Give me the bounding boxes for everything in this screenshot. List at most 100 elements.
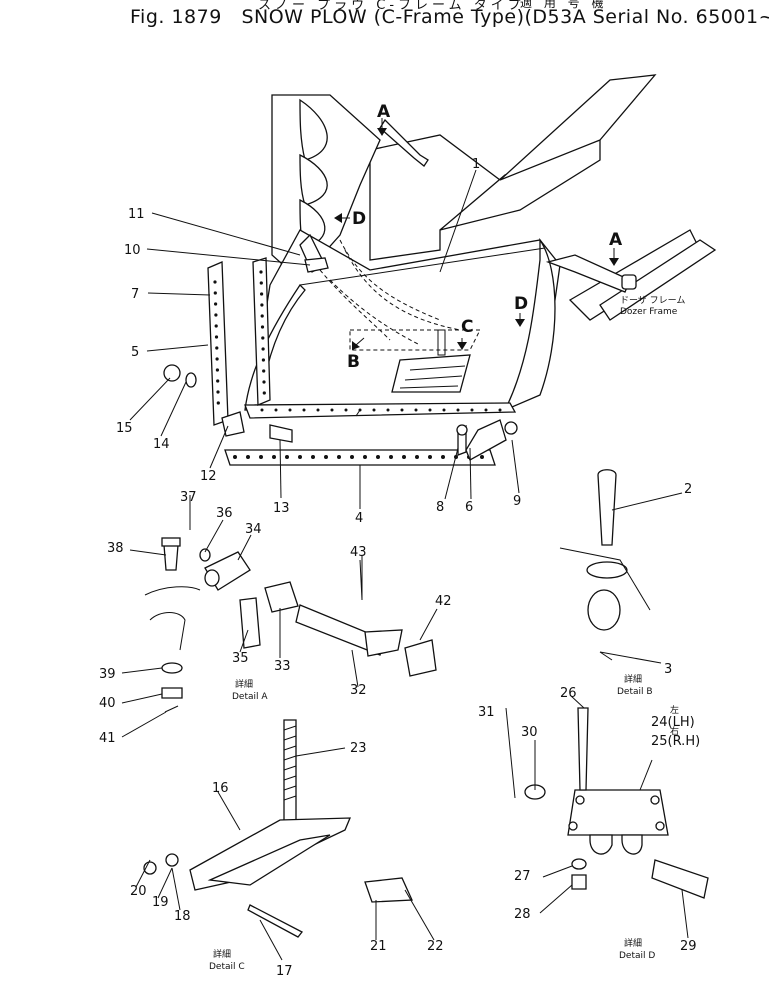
bolt-hole bbox=[480, 455, 484, 459]
detail-a-jp: 詳細 bbox=[235, 678, 253, 690]
view-d-left-label: D bbox=[352, 209, 366, 229]
bolt-hole bbox=[428, 455, 432, 459]
callout-17: 17 bbox=[276, 964, 293, 979]
detail-b-drawing bbox=[559, 469, 651, 661]
bolt-hole bbox=[285, 455, 289, 459]
callout-5: 5 bbox=[131, 345, 139, 360]
callout-26: 26 bbox=[560, 686, 577, 701]
callout-39: 39 bbox=[99, 667, 116, 682]
bolt-hole bbox=[260, 303, 264, 307]
figure-title: Fig. 1879 SNOW PLOW (C-Frame Type)(D53A … bbox=[130, 6, 769, 28]
bolt-hole bbox=[376, 455, 380, 459]
bolt-hole bbox=[484, 408, 488, 412]
bolt-hole bbox=[337, 455, 341, 459]
detail-b-en: Detail B bbox=[617, 687, 653, 697]
bolt-hole bbox=[260, 408, 264, 412]
bolt-hole bbox=[428, 408, 432, 412]
callout-14: 14 bbox=[153, 437, 170, 452]
bolt-hole bbox=[498, 408, 502, 412]
bolt-hole bbox=[213, 280, 217, 284]
bolt-hole bbox=[311, 455, 315, 459]
callout-25: 25(R.H) bbox=[651, 734, 700, 749]
view-c-label: C bbox=[461, 317, 473, 337]
bolt-hole bbox=[260, 325, 265, 329]
bolt-hole bbox=[214, 302, 218, 306]
bolt-hole bbox=[216, 401, 220, 405]
callout-10: 10 bbox=[124, 243, 141, 258]
callout-30: 30 bbox=[521, 725, 538, 740]
bolt-hole bbox=[216, 390, 220, 394]
callout-2: 2 bbox=[684, 482, 692, 497]
callout-1: 1 bbox=[472, 157, 480, 172]
detail-b-jp: 詳細 bbox=[624, 673, 642, 685]
bolt-hole bbox=[216, 379, 220, 383]
bolt-hole bbox=[274, 408, 278, 412]
callout-37: 37 bbox=[180, 490, 197, 505]
bolt-hole bbox=[214, 324, 218, 328]
bolt-hole bbox=[262, 380, 266, 384]
bolt-hole bbox=[415, 455, 419, 459]
bolt-hole bbox=[350, 455, 354, 459]
bolt-hole bbox=[260, 292, 264, 296]
callout-32: 32 bbox=[350, 683, 367, 698]
view-arrows bbox=[334, 118, 619, 350]
callout-33: 33 bbox=[274, 659, 291, 674]
leader-lines bbox=[121, 169, 689, 961]
blade-fasteners bbox=[163, 364, 518, 461]
bolt-hole bbox=[261, 336, 265, 340]
skid-plate bbox=[391, 329, 471, 393]
bolt-hole bbox=[260, 314, 264, 318]
callout-12: 12 bbox=[200, 469, 217, 484]
bolt-hole bbox=[261, 358, 265, 362]
bolt-hole bbox=[402, 455, 406, 459]
detail-a-en: Detail A bbox=[232, 692, 268, 702]
detail-a-drawing bbox=[144, 495, 437, 713]
callout-43: 43 bbox=[350, 545, 367, 560]
callout-34: 34 bbox=[245, 522, 262, 537]
bolt-hole bbox=[389, 455, 393, 459]
callout-11: 11 bbox=[128, 207, 145, 222]
bolt-hole bbox=[400, 408, 404, 412]
detail-c-jp: 詳細 bbox=[213, 948, 231, 960]
callout-3: 3 bbox=[664, 662, 672, 677]
serial-range: (D53A Serial No. 65001~ ) bbox=[524, 6, 769, 28]
japanese-title: スノー プラウ C-フレーム タイプ bbox=[258, 0, 525, 13]
callout-4: 4 bbox=[355, 511, 363, 526]
callout-20: 20 bbox=[130, 884, 147, 899]
view-a-right-label: A bbox=[609, 230, 623, 250]
callout-22: 22 bbox=[427, 939, 444, 954]
bolt-hole bbox=[442, 408, 446, 412]
cutting-edge bbox=[224, 449, 496, 466]
callout-18: 18 bbox=[174, 909, 191, 924]
callout-42: 42 bbox=[435, 594, 452, 609]
callout-29: 29 bbox=[680, 939, 697, 954]
side-edge bbox=[207, 257, 502, 426]
view-a-top-label: A bbox=[377, 102, 391, 122]
bolt-hole bbox=[233, 455, 237, 459]
bolt-hole bbox=[324, 455, 328, 459]
bolt-hole bbox=[214, 335, 219, 339]
bolt-hole bbox=[414, 408, 418, 412]
callout-16: 16 bbox=[212, 781, 229, 796]
callout-40: 40 bbox=[99, 696, 116, 711]
bolt-hole bbox=[470, 408, 474, 412]
bolt-hole bbox=[261, 347, 265, 351]
bolt-hole bbox=[215, 368, 219, 372]
detail-d-en: Detail D bbox=[619, 951, 655, 961]
callout-41: 41 bbox=[99, 731, 116, 746]
bolt-hole bbox=[456, 408, 460, 412]
bolt-hole bbox=[441, 455, 445, 459]
bolt-hole bbox=[272, 455, 276, 459]
callout-7: 7 bbox=[131, 287, 139, 302]
plow-blade bbox=[244, 94, 561, 419]
callout-8: 8 bbox=[436, 500, 444, 515]
view-b-label: B bbox=[347, 352, 360, 372]
bolt-hole bbox=[330, 408, 334, 412]
hinge-arms bbox=[299, 118, 637, 293]
callout-21: 21 bbox=[370, 939, 387, 954]
bolt-hole bbox=[298, 455, 302, 459]
callout-24: 24(LH) bbox=[651, 715, 695, 730]
figure-name: SNOW PLOW (C-Frame Type) bbox=[241, 6, 525, 28]
detail-c-en: Detail C bbox=[209, 962, 245, 972]
